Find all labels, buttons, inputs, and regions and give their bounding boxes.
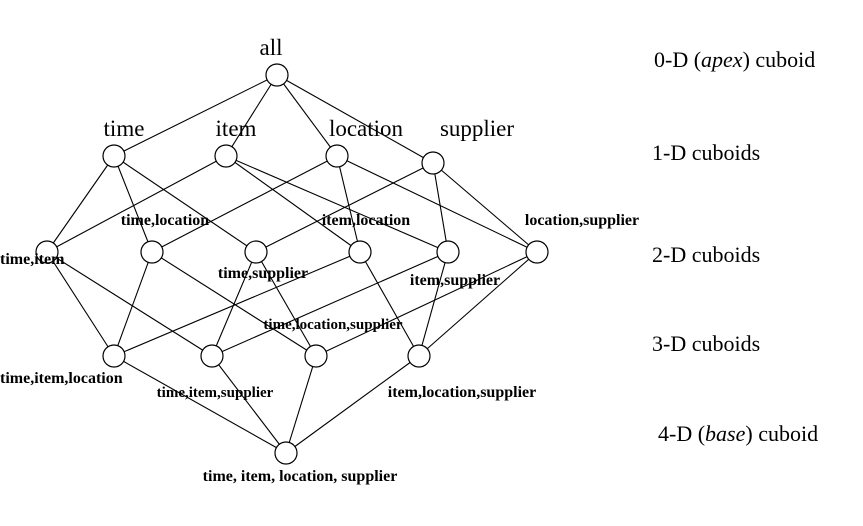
node-label-supplier: supplier — [440, 116, 514, 141]
node-label-location: location — [329, 116, 404, 141]
edge-location-supplier-to-item-location-supplier — [418, 251, 538, 357]
node-label-time-item-location: time,item,location — [0, 370, 123, 387]
node-time-supplier — [244, 240, 268, 264]
edge-all-to-location — [276, 74, 338, 157]
node-time-item-location — [102, 344, 126, 368]
edge-time-supplier-to-time-location-supplier — [255, 251, 317, 357]
edge-supplier-to-time-supplier — [255, 162, 434, 253]
edge-location-to-item-location — [336, 155, 361, 253]
edge-item-location-to-time-item-location — [113, 251, 361, 357]
node-time-item — [35, 240, 59, 264]
level-label-3d: 3-D cuboids — [652, 331, 761, 356]
level-label-1d: 1-D cuboids — [652, 140, 761, 165]
edge-time-item-to-time-item-supplier — [46, 251, 213, 357]
node-label-time-item: time,item — [0, 251, 65, 268]
node-label-all: all — [260, 35, 283, 60]
node-base — [274, 441, 298, 465]
edge-time-supplier-to-time-item-supplier — [211, 251, 257, 357]
edge-time-to-time-location — [113, 155, 153, 253]
node-location — [325, 144, 349, 168]
node-time-location — [140, 240, 164, 264]
edge-time-location-to-time-item-location — [113, 251, 153, 357]
node-item-location-supplier — [407, 344, 431, 368]
edge-time-item-location-to-base — [113, 355, 287, 454]
node-label-item-supplier: item,supplier — [410, 272, 500, 289]
node-label-item: item — [216, 116, 257, 141]
node-location-supplier — [525, 240, 549, 264]
edge-item-to-item-location — [225, 155, 361, 253]
edge-time-to-time-item — [46, 155, 115, 253]
edge-supplier-to-location-supplier — [432, 162, 538, 253]
node-label-time: time — [104, 116, 145, 141]
edge-all-to-item — [225, 74, 278, 157]
level-label-0d: 0-D (apex) cuboid — [654, 47, 816, 72]
edge-time-location-supplier-to-base — [285, 355, 317, 454]
edge-item-supplier-to-item-location-supplier — [418, 251, 449, 357]
node-item — [214, 144, 238, 168]
node-supplier — [421, 151, 445, 175]
level-label-4d: 4-D (base) cuboid — [658, 421, 819, 446]
lattice-edges — [46, 74, 538, 454]
node-label-time-item-supplier: time,item,supplier — [157, 385, 274, 401]
edge-time-to-time-supplier — [113, 155, 257, 253]
edge-item-to-item-supplier — [225, 155, 449, 253]
node-label-base: time, item, location, supplier — [203, 468, 398, 485]
node-item-location — [348, 240, 372, 264]
node-time-location-supplier — [304, 344, 328, 368]
node-label-location-supplier: location,supplier — [525, 212, 639, 229]
node-label-time-location: time,location — [121, 212, 210, 229]
edge-time-item-to-time-item-location — [46, 251, 115, 357]
lattice-nodes: all time item location supplier time,item time… — [0, 35, 639, 485]
edge-location-to-time-location — [151, 155, 338, 253]
edge-item-location-to-item-location-supplier — [359, 251, 420, 357]
edge-supplier-to-item-supplier — [432, 162, 449, 253]
edge-location-supplier-to-time-location-supplier — [315, 251, 538, 357]
node-time — [102, 144, 126, 168]
node-label-item-location-supplier: item,location,supplier — [388, 384, 536, 401]
edge-item-location-supplier-to-base — [285, 355, 420, 454]
edge-item-to-time-item — [46, 155, 227, 253]
edge-all-to-supplier — [276, 74, 434, 164]
node-time-item-supplier — [200, 344, 224, 368]
edge-item-supplier-to-time-item-supplier — [211, 251, 449, 357]
node-item-supplier — [436, 240, 460, 264]
edge-location-to-location-supplier — [336, 155, 538, 253]
node-label-time-supplier: time,supplier — [218, 265, 308, 282]
node-label-item-location: item,location — [322, 212, 411, 229]
edge-all-to-time — [113, 74, 278, 157]
node-label-time-location-supplier: time,location,supplier — [263, 317, 403, 333]
level-label-2d: 2-D cuboids — [652, 242, 761, 267]
edge-time-item-supplier-to-base — [211, 355, 287, 454]
node-all — [265, 63, 289, 87]
